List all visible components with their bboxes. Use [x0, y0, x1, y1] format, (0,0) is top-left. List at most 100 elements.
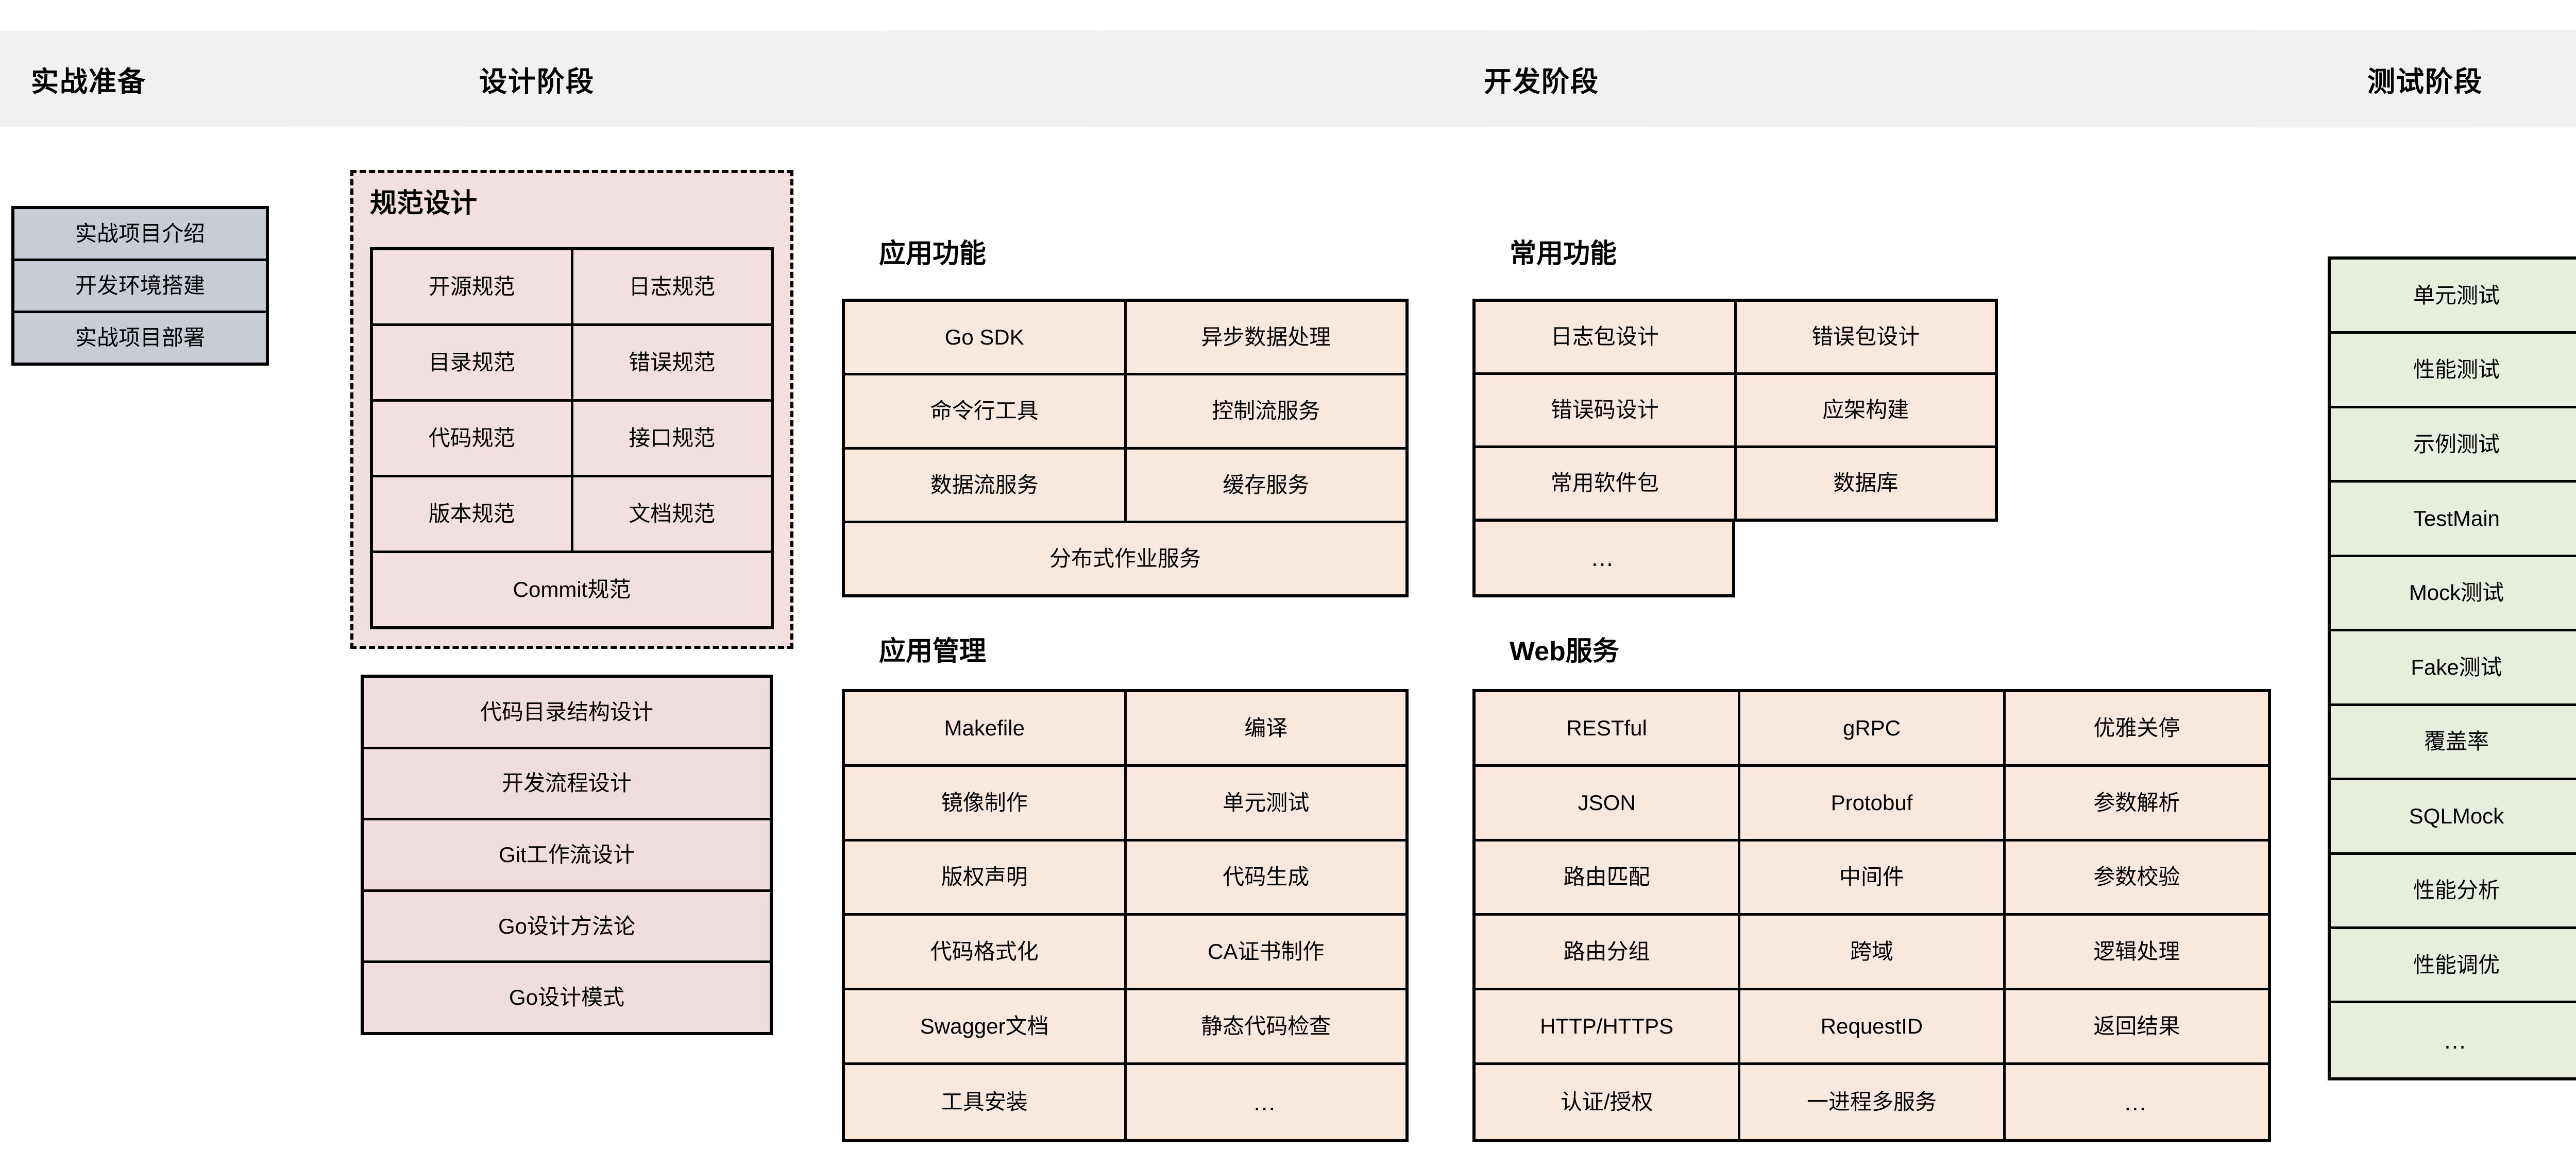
table-row[interactable]: Swagger文档 静态代码检查	[845, 990, 1405, 1065]
table-row[interactable]: 认证/授权 一进程多服务 …	[1476, 1064, 2268, 1139]
web-cell-3-1: 跨域	[1740, 916, 2006, 988]
list-item[interactable]: Git工作流设计	[364, 820, 770, 892]
phase-banner: 实战准备 设计阶段 开发阶段 测试阶段 部署阶段 Tips	[0, 30, 2576, 128]
table-row[interactable]: 代码格式化 CA证书制作	[845, 916, 1405, 991]
table-row[interactable]: 目录规范 错误规范	[373, 326, 771, 402]
appmgmt-cell-1-0: 镜像制作	[845, 766, 1127, 839]
web-cell-0-1: gRPC	[1740, 692, 2006, 764]
table-row[interactable]: JSON Protobuf 参数解析	[1476, 766, 2268, 841]
table-row[interactable]: 版权声明 代码生成	[845, 841, 1405, 916]
spec-design-table: 开源规范 日志规范 目录规范 错误规范 代码规范 接口规范 版本规范 文档规范 …	[370, 247, 774, 629]
web-cell-1-2: 参数解析	[2005, 766, 2268, 839]
spec-design-title: 规范设计	[370, 188, 478, 218]
table-row[interactable]: HTTP/HTTPS RequestID 返回结果	[1476, 990, 2268, 1065]
list-item[interactable]: 实战项目介绍	[14, 209, 266, 261]
list-item[interactable]: Go设计方法论	[364, 891, 770, 964]
appmgmt-cell-4-0: Swagger文档	[845, 990, 1127, 1062]
appfeat-cell-3-0: 分布式作业服务	[845, 523, 1405, 594]
spec-cell-4-0: Commit规范	[373, 553, 771, 626]
list-item[interactable]: 覆盖率	[2331, 706, 2576, 781]
web-cell-0-2: 优雅关停	[2005, 692, 2268, 764]
list-item[interactable]: 性能调优	[2331, 929, 2576, 1004]
test-phase-box: 单元测试 性能测试 示例测试 TestMain Mock测试 Fake测试 覆盖…	[2328, 256, 2576, 1080]
common-cell-3-0: …	[1472, 521, 1735, 598]
list-item[interactable]: 性能分析	[2331, 854, 2576, 929]
web-cell-4-1: RequestID	[1740, 990, 2006, 1062]
table-row[interactable]: 日志包设计 错误包设计	[1472, 299, 1998, 375]
list-item[interactable]: 代码目录结构设计	[364, 678, 770, 749]
prep-item-1: 开发环境搭建	[14, 261, 266, 311]
prep-item-2: 实战项目部署	[14, 313, 266, 363]
spec-cell-1-1: 错误规范	[573, 326, 771, 399]
design-extra-0: 代码目录结构设计	[364, 678, 770, 747]
table-row[interactable]: 代码规范 接口规范	[373, 402, 771, 477]
table-row[interactable]: 命令行工具 控制流服务	[845, 375, 1405, 450]
appmgmt-cell-5-0: 工具安装	[845, 1064, 1127, 1139]
list-item[interactable]: 开发环境搭建	[14, 261, 266, 313]
table-row[interactable]: 分布式作业服务	[845, 523, 1405, 594]
common-features-table: 日志包设计 错误包设计 错误码设计 应架构建 常用软件包 数据库 …	[1472, 299, 1998, 598]
table-row[interactable]: 路由匹配 中间件 参数校验	[1476, 841, 2268, 916]
common-cell-0-1: 错误包设计	[1736, 302, 1995, 372]
web-cell-1-1: Protobuf	[1740, 766, 2006, 839]
table-row[interactable]: 开源规范 日志规范	[373, 250, 771, 326]
spec-cell-2-0: 代码规范	[373, 402, 573, 475]
design-extra-box: 代码目录结构设计 开发流程设计 Git工作流设计 Go设计方法论 Go设计模式	[361, 675, 773, 1035]
table-row[interactable]: 常用软件包 数据库	[1472, 448, 1998, 522]
test-item-1: 性能测试	[2331, 334, 2576, 406]
list-item[interactable]: 示例测试	[2331, 408, 2576, 483]
table-row[interactable]: 镜像制作 单元测试	[845, 766, 1405, 841]
test-item-2: 示例测试	[2331, 408, 2576, 480]
phase-banner-arrow-shape	[0, 30, 2576, 128]
appmgmt-cell-0-1: 编译	[1126, 692, 1405, 764]
table-row[interactable]: Makefile 编译	[845, 692, 1405, 767]
appfeat-cell-2-1: 缓存服务	[1126, 449, 1405, 521]
list-item[interactable]: Fake测试	[2331, 631, 2576, 706]
spec-cell-0-0: 开源规范	[373, 250, 573, 323]
test-item-8: 性能分析	[2331, 854, 2576, 926]
web-cell-0-0: RESTful	[1476, 692, 1741, 764]
common-features-caption: 常用功能	[1510, 239, 1617, 269]
table-row[interactable]: Commit规范	[373, 553, 771, 626]
appmgmt-cell-2-1: 代码生成	[1126, 841, 1405, 914]
list-item[interactable]: Mock测试	[2331, 557, 2576, 632]
table-row[interactable]: 错误码设计 应架构建	[1472, 374, 1998, 448]
table-row[interactable]: 版本规范 文档规范	[373, 477, 771, 553]
app-management-caption: 应用管理	[879, 637, 987, 666]
list-item[interactable]: …	[2331, 1003, 2576, 1078]
table-row[interactable]: RESTful gRPC 优雅关停	[1476, 692, 2268, 767]
appmgmt-cell-5-1: …	[1126, 1064, 1405, 1139]
list-item[interactable]: Go设计模式	[364, 963, 770, 1032]
web-cell-1-0: JSON	[1476, 766, 1741, 839]
appfeat-cell-2-0: 数据流服务	[845, 449, 1127, 521]
web-cell-4-0: HTTP/HTTPS	[1476, 990, 1741, 1062]
test-item-6: 覆盖率	[2331, 706, 2576, 778]
list-item[interactable]: 单元测试	[2331, 260, 2576, 334]
list-item[interactable]: SQLMock	[2331, 780, 2576, 855]
common-cell-2-0: 常用软件包	[1476, 448, 1737, 519]
web-cell-4-2: 返回结果	[2005, 990, 2268, 1062]
table-row[interactable]: 路由分组 跨域 逻辑处理	[1476, 916, 2268, 991]
web-cell-2-2: 参数校验	[2005, 841, 2268, 914]
test-item-4: Mock测试	[2331, 557, 2576, 629]
phase-label-design: 设计阶段	[479, 66, 595, 97]
test-item-0: 单元测试	[2331, 260, 2576, 332]
table-row[interactable]: …	[1472, 521, 1998, 598]
appfeat-cell-0-1: 异步数据处理	[1126, 302, 1405, 373]
spec-cell-0-1: 日志规范	[573, 250, 771, 323]
table-row[interactable]: Go SDK 异步数据处理	[845, 302, 1405, 376]
appmgmt-cell-3-1: CA证书制作	[1126, 916, 1405, 988]
appfeat-cell-1-1: 控制流服务	[1126, 375, 1405, 447]
list-item[interactable]: 开发流程设计	[364, 749, 770, 821]
app-features-caption: 应用功能	[879, 239, 987, 269]
list-item[interactable]: 实战项目部署	[14, 313, 266, 363]
list-item[interactable]: 性能测试	[2331, 334, 2576, 408]
spec-cell-2-1: 接口规范	[573, 402, 771, 475]
table-row[interactable]: 工具安装 …	[845, 1064, 1405, 1139]
common-cell-0-0: 日志包设计	[1476, 302, 1737, 372]
design-extra-4: Go设计模式	[364, 963, 770, 1032]
list-item[interactable]: TestMain	[2331, 483, 2576, 557]
web-service-table: RESTful gRPC 优雅关停 JSON Protobuf 参数解析 路由匹…	[1472, 689, 2271, 1142]
table-row[interactable]: 数据流服务 缓存服务	[845, 449, 1405, 523]
design-extra-3: Go设计方法论	[364, 891, 770, 961]
